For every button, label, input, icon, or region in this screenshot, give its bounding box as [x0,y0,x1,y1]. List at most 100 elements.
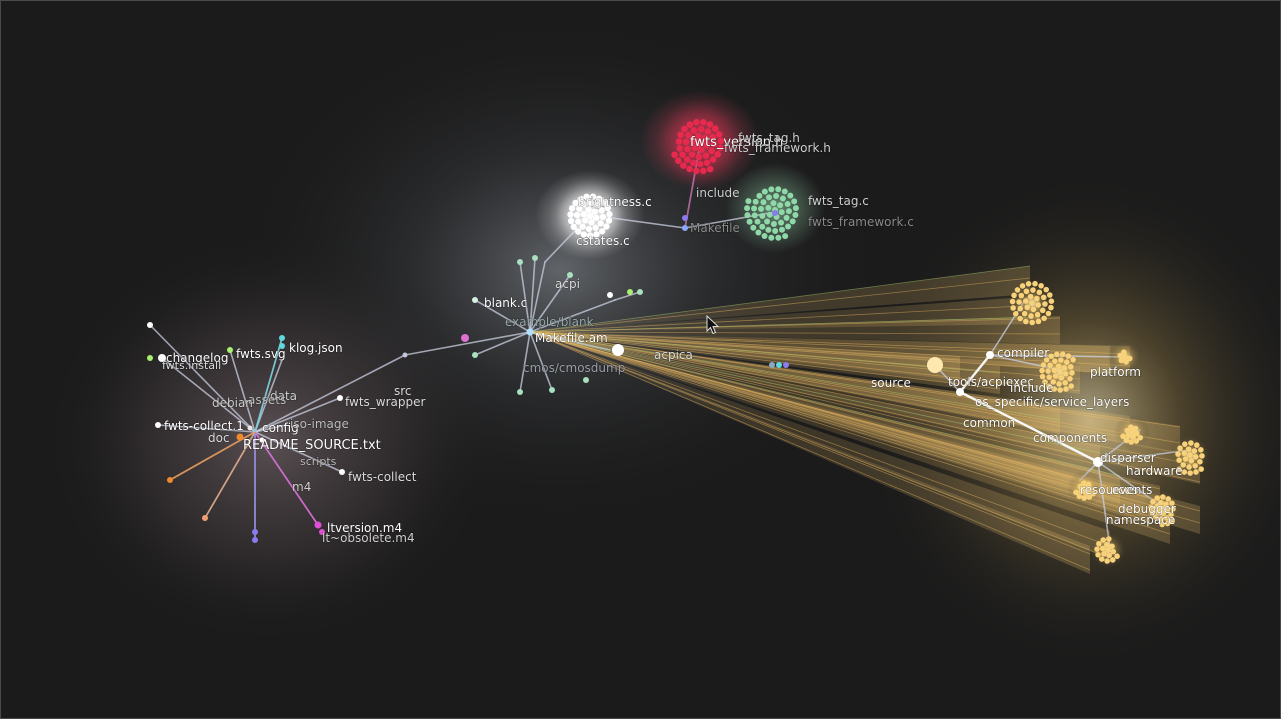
file-node [777,202,784,209]
file-node [745,198,752,205]
beam-ray [529,331,1091,571]
node-label-fwts-version-h: fwts_version.h [690,135,783,150]
beam-ray [529,277,1031,333]
file-node [1063,386,1069,392]
file-node [1165,496,1172,502]
node-label-changelog: changelog [166,351,228,365]
file-node [567,211,574,218]
file-node [792,211,799,218]
file-node [1193,442,1200,448]
activity-beam [530,332,960,384]
file-node [1081,480,1087,486]
beam-ray [529,331,1171,535]
file-node [1036,289,1043,296]
node-label-fwts-svg: fwts.svg [236,347,286,361]
file-node [1038,282,1044,289]
file-node [1016,299,1022,305]
node-label-namespace: namespace [1106,513,1175,527]
file-node [761,188,768,195]
node-label-makefile-top: Makefile [690,221,740,235]
file-node [1093,457,1103,467]
node-label-src: src [394,384,412,398]
file-node [1046,374,1052,380]
node-label-common: common [963,416,1015,430]
file-node [582,217,589,224]
file-node [1157,499,1164,506]
file-node [1014,287,1021,293]
node-label-scripts: scripts [300,455,337,468]
file-node [594,202,601,209]
file-node [155,422,161,428]
file-node [1192,463,1198,469]
node-label-fwts-wrapper: fwts_wrapper [345,395,426,409]
file-node [710,140,718,148]
tree-edge [254,397,341,433]
file-node [1051,367,1058,374]
node-label-include-right: include [1010,381,1053,395]
file-node [1160,510,1167,517]
file-node [1039,373,1046,380]
node-label-brightness-c: brightness.c [578,195,652,209]
file-node [675,138,683,145]
tree-edge [529,331,611,351]
file-node [1029,300,1035,306]
file-node [585,206,592,213]
file-node [1029,319,1035,326]
file-node [1046,292,1053,298]
file-node [637,289,643,295]
node-labels: fwts_version.hfwts_tag.hfwts_framework.h… [162,131,1184,546]
file-node [576,205,583,212]
file-node [765,194,772,201]
file-node [671,151,678,159]
file-node [781,188,788,195]
file-node [1027,293,1034,300]
file-node [1028,313,1034,319]
file-node [1059,351,1066,358]
file-node [1057,387,1063,393]
file-node [684,145,691,153]
file-node [709,133,716,141]
yellow-cluster [1175,440,1205,476]
node-label-iso-image: iso-image [290,417,349,431]
activity-beam [530,332,1200,534]
file-node [279,343,285,349]
file-node [549,387,555,393]
activity-beam [530,266,1030,332]
tree-edge [529,261,546,333]
tree-edge [474,331,531,356]
file-node [744,205,751,212]
file-node [686,121,694,128]
file-node [1176,457,1182,463]
node-label-os-specific: os_specific/service_layers [975,395,1129,409]
file-node [202,515,208,521]
file-node [259,437,265,443]
file-node [1063,359,1070,365]
file-node [750,224,757,231]
file-node [1030,306,1037,313]
file-node [755,229,762,236]
file-node [1041,315,1047,322]
file-node [1118,357,1125,364]
file-node [579,223,586,230]
beam-ray [529,331,961,361]
file-node [1159,521,1165,528]
file-node [147,355,153,361]
beam-ray [529,265,1031,333]
file-node [697,125,705,133]
file-node [686,165,693,173]
file-node [1062,380,1068,386]
file-node [1032,280,1038,287]
file-node [1098,556,1105,562]
file-node [1181,469,1188,475]
file-node [517,259,523,265]
file-node [1199,453,1205,459]
file-node [1106,552,1113,559]
file-node [754,218,761,225]
activity-beam [530,332,1000,394]
beam-ray [529,331,1001,374]
node-label-compiler: compiler [997,346,1049,360]
file-node [1023,288,1030,295]
file-node [1105,547,1111,553]
file-node [1045,368,1051,374]
